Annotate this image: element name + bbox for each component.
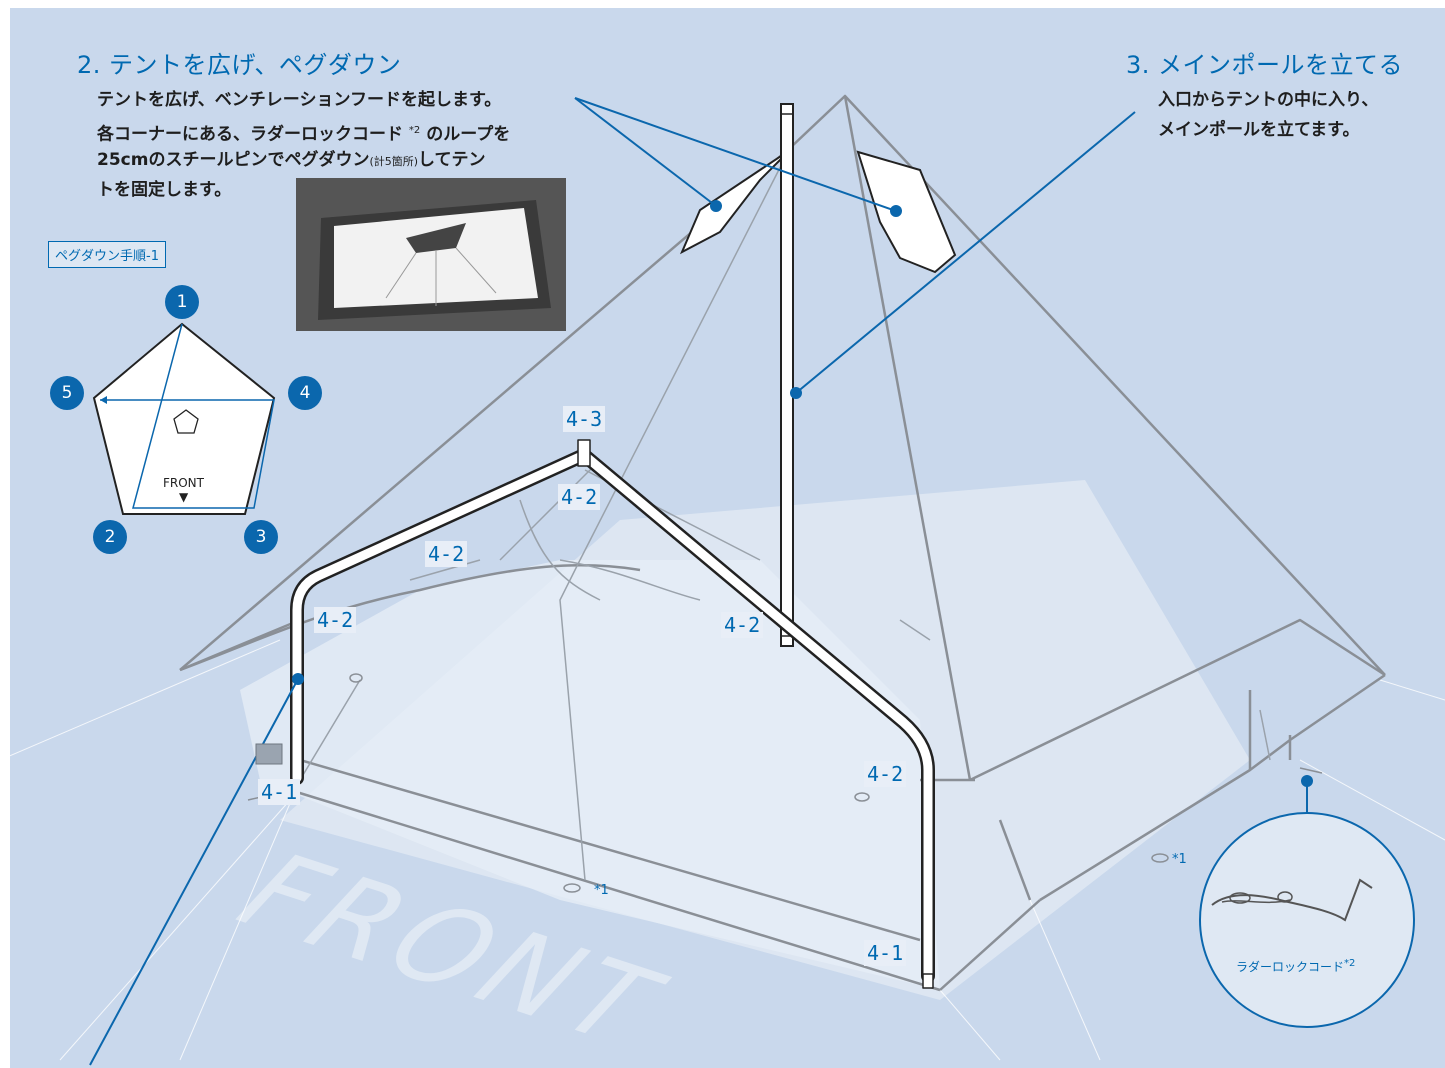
peg-point-2: 2 bbox=[93, 520, 127, 554]
pentagon-front-label: FRONT bbox=[163, 476, 204, 490]
tent-spread-photo bbox=[296, 178, 566, 331]
asterisk-note-front: *1 bbox=[594, 883, 609, 898]
step2-line1: テントを広げ、ベンチレーションフードを起します。 bbox=[97, 90, 502, 110]
peg-point-3: 3 bbox=[244, 520, 278, 554]
leader-dots bbox=[292, 200, 1313, 787]
detail-label: ラダーロックコード*2 bbox=[1236, 958, 1356, 974]
ground-guidelines bbox=[0, 639, 1445, 1061]
step3-heading: 3. メインポールを立てる bbox=[1126, 51, 1404, 79]
frame-pole bbox=[290, 439, 935, 989]
label-4-2-right-low: 4-2 bbox=[864, 761, 907, 787]
asterisk-note-right: *1 bbox=[1172, 852, 1187, 867]
peg-point-4: 4 bbox=[288, 376, 322, 410]
label-4-2-left: 4-2 bbox=[425, 541, 468, 567]
label-4-2-top: 4-2 bbox=[558, 484, 601, 510]
outer-tent-lines bbox=[179, 94, 1386, 992]
leader-lines bbox=[89, 97, 1308, 1066]
step3-line2: メインポールを立てます。 bbox=[1158, 120, 1360, 140]
step2-heading: 2. テントを広げ、ペグダウン bbox=[77, 51, 402, 79]
pegdown-step-tag: ペグダウン手順-1 bbox=[48, 241, 166, 268]
main-pole bbox=[780, 103, 794, 647]
step2-line3: 25cmのスチールピンでペグダウン(計5箇所)してテン bbox=[97, 150, 486, 170]
peg-point-5: 5 bbox=[50, 376, 84, 410]
step2-line2: 各コーナーにある、ラダーロックコード *2 のループを bbox=[97, 124, 511, 145]
label-4-1-right: 4-1 bbox=[864, 940, 907, 966]
step2-line4: トを固定します。 bbox=[97, 180, 232, 200]
vent-flap-right bbox=[856, 150, 957, 274]
detail-circle bbox=[1199, 812, 1415, 1028]
pegdown-pentagon bbox=[92, 322, 276, 515]
label-4-3: 4-3 bbox=[563, 406, 606, 432]
peg-point-1: 1 bbox=[165, 285, 199, 319]
corner-tag bbox=[255, 743, 283, 765]
inner-tent-lines bbox=[299, 147, 1271, 881]
label-4-1-left: 4-1 bbox=[258, 779, 301, 805]
step3-line1: 入口からテントの中に入り、 bbox=[1158, 90, 1379, 110]
label-4-2-left-low: 4-2 bbox=[314, 607, 357, 633]
inner-tent-body bbox=[240, 560, 940, 990]
label-4-2-right: 4-2 bbox=[721, 612, 764, 638]
pentagon-front-arrow: ▼ bbox=[179, 490, 189, 504]
vent-flap-left bbox=[679, 149, 791, 255]
